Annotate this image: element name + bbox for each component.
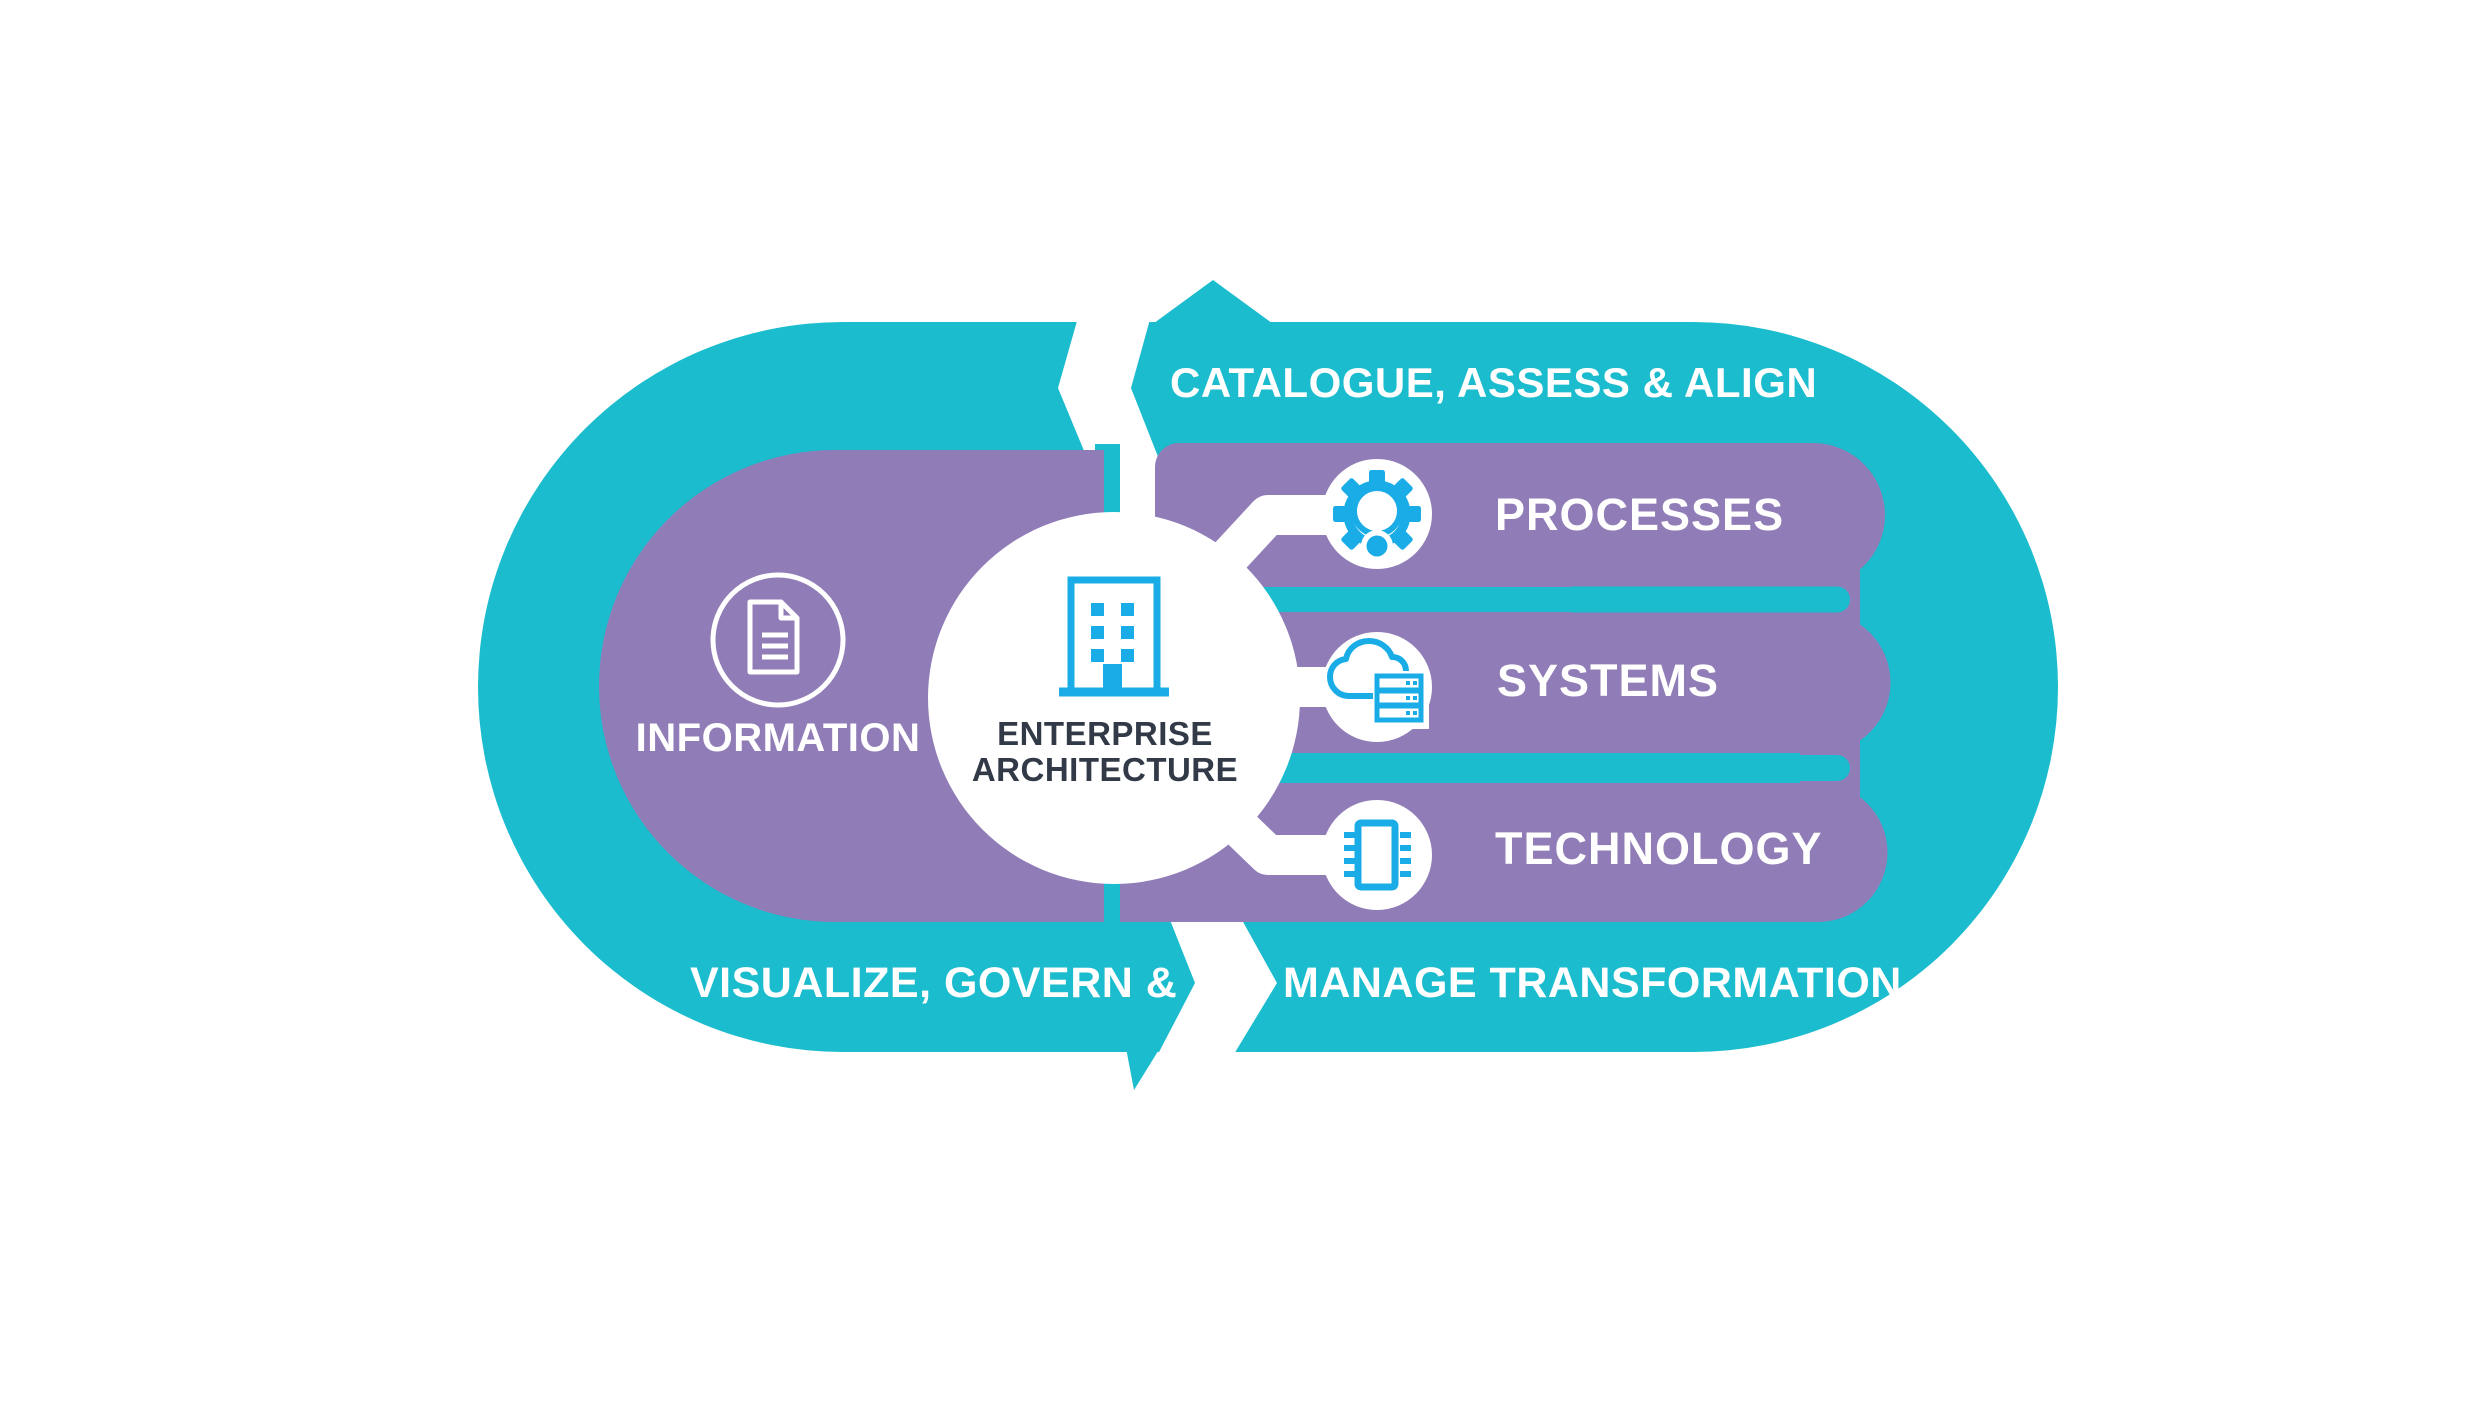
bottom-teal-tip — [1126, 1048, 1160, 1090]
information-circle — [710, 572, 846, 708]
bottom-banner-label-left: VISUALIZE, GOVERN & — [690, 959, 1178, 1007]
top-banner-label: CATALOGUE, ASSESS & ALIGN — [1170, 359, 1818, 406]
bottom-chevron — [1133, 920, 1277, 1102]
branch-bar-technology — [1120, 783, 1888, 922]
branch-label-technology: TECHNOLOGY — [1495, 823, 1823, 874]
cloud-server-icon — [1327, 638, 1429, 729]
top-teal-peak — [1150, 280, 1276, 326]
hub-title-line1: ENTERPRISE — [997, 715, 1213, 752]
information-label: INFORMATION — [635, 716, 921, 760]
branch-label-systems: SYSTEMS — [1497, 655, 1720, 706]
gear-lightbulb-icon — [1333, 470, 1421, 562]
building-icon — [1059, 576, 1169, 697]
branch-label-processes: PROCESSES — [1495, 489, 1785, 540]
document-icon — [747, 599, 800, 675]
slot-end-top — [1560, 586, 1850, 613]
hub-title: ENTERPRISE ARCHITECTURE — [955, 716, 1255, 788]
bottom-banner-label-right: MANAGE TRANSFORMATION — [1283, 959, 1902, 1007]
chip-icon — [1344, 819, 1411, 891]
hub-circle — [928, 512, 1300, 884]
hub-title-line2: ARCHITECTURE — [971, 751, 1239, 788]
slot-end-bottom — [1560, 755, 1850, 781]
